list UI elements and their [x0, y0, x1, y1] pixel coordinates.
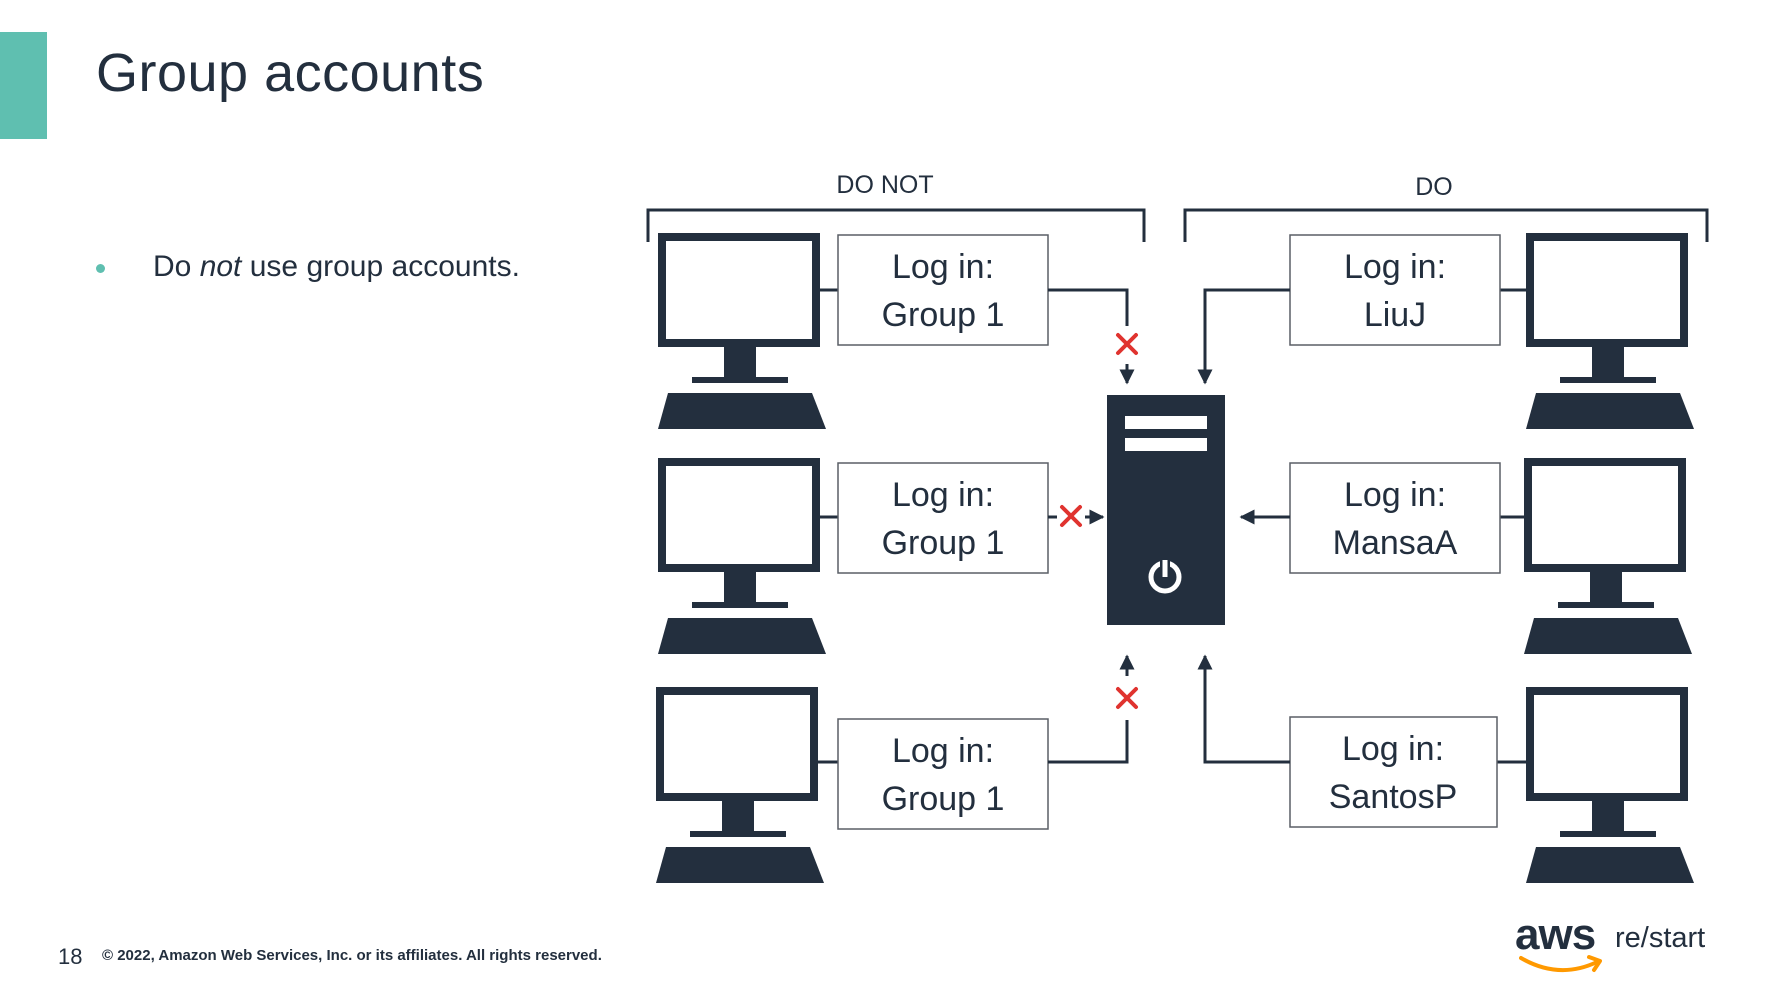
bullet-emphasis: not	[199, 250, 242, 283]
login-box-mansaa: Log in: MansaA	[1289, 462, 1501, 574]
do-label: DO	[1415, 173, 1453, 201]
aws-restart-logo: aws re/start	[1515, 910, 1725, 980]
blocked-connection-bottom	[1048, 654, 1135, 764]
bullet-text: Do not use group accounts.	[153, 250, 520, 283]
login-prefix-label: Log in:	[1342, 730, 1444, 768]
do-bracket	[1183, 208, 1709, 242]
allowed-connection-bottom	[1197, 654, 1290, 764]
page-title: Group accounts	[96, 43, 485, 103]
aws-logo-text: aws	[1515, 910, 1596, 959]
login-username-label: LiuJ	[1364, 296, 1426, 334]
login-box-group-1: Log in: Group 1	[837, 234, 1049, 346]
computer-monitor-icon	[658, 462, 826, 654]
login-prefix-label: Log in:	[892, 248, 994, 286]
computer-monitor-icon	[1526, 237, 1694, 429]
accent-bar	[0, 32, 47, 139]
login-username-label: Group 1	[882, 296, 1005, 334]
computer-monitor-icon	[656, 691, 824, 883]
login-username-label: Group 1	[882, 780, 1005, 818]
allowed-connection-top	[1197, 288, 1290, 385]
computer-monitor-icon	[658, 237, 826, 429]
blocked-x-icon	[1116, 687, 1138, 709]
copyright-notice: © 2022, Amazon Web Services, Inc. or its…	[102, 947, 602, 964]
login-box-group-1: Log in: Group 1	[837, 718, 1049, 830]
blocked-connection-top	[1048, 288, 1135, 385]
computer-monitor-icon	[1524, 462, 1692, 654]
blocked-x-icon	[1060, 505, 1082, 527]
do-not-bracket	[646, 208, 1146, 242]
computer-monitor-icon	[1526, 691, 1694, 883]
page-number: 18	[58, 944, 83, 969]
login-prefix-label: Log in:	[892, 476, 994, 514]
bullet-dot	[96, 264, 105, 273]
do-not-label: DO NOT	[836, 171, 933, 199]
login-box-santosp: Log in: SantosP	[1289, 716, 1498, 828]
login-box-liuj: Log in: LiuJ	[1289, 234, 1501, 346]
aws-smile-icon	[1519, 955, 1602, 972]
server-icon	[1107, 395, 1225, 625]
blocked-x-icon	[1116, 333, 1138, 355]
login-prefix-label: Log in:	[1344, 476, 1446, 514]
login-username-label: Group 1	[882, 524, 1005, 562]
login-username-label: SantosP	[1329, 778, 1458, 816]
login-box-group-1: Log in: Group 1	[837, 462, 1049, 574]
login-username-label: MansaA	[1333, 524, 1458, 562]
login-prefix-label: Log in:	[892, 732, 994, 770]
restart-logo-text: re/start	[1615, 922, 1706, 954]
login-prefix-label: Log in:	[1344, 248, 1446, 286]
